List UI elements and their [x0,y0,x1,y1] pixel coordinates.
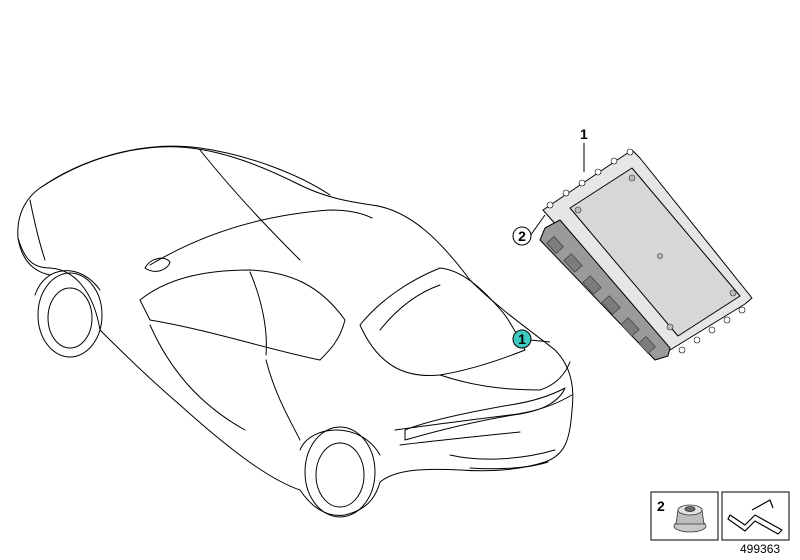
module-connectors [546,236,656,354]
callout-1-label: 1 [580,126,588,142]
callout-2-leader [529,214,546,237]
callout-2-circle [512,226,532,246]
callout-car-circle [512,329,532,349]
car-outline [17,145,574,518]
callout-car-label: 1 [518,331,526,347]
module-screws [574,174,737,331]
legend-cable-box [721,491,790,541]
callout-car-leader [529,339,551,343]
legend-part-box: 2 [650,491,719,541]
flange-nut-icon [673,504,707,533]
legend-part-label: 2 [657,498,665,514]
reference-number: 499363 [740,542,780,556]
control-module [539,148,753,361]
cable-routing-icon [727,499,783,535]
module-top-plate [569,167,741,337]
callout-2-label: 2 [518,228,526,244]
